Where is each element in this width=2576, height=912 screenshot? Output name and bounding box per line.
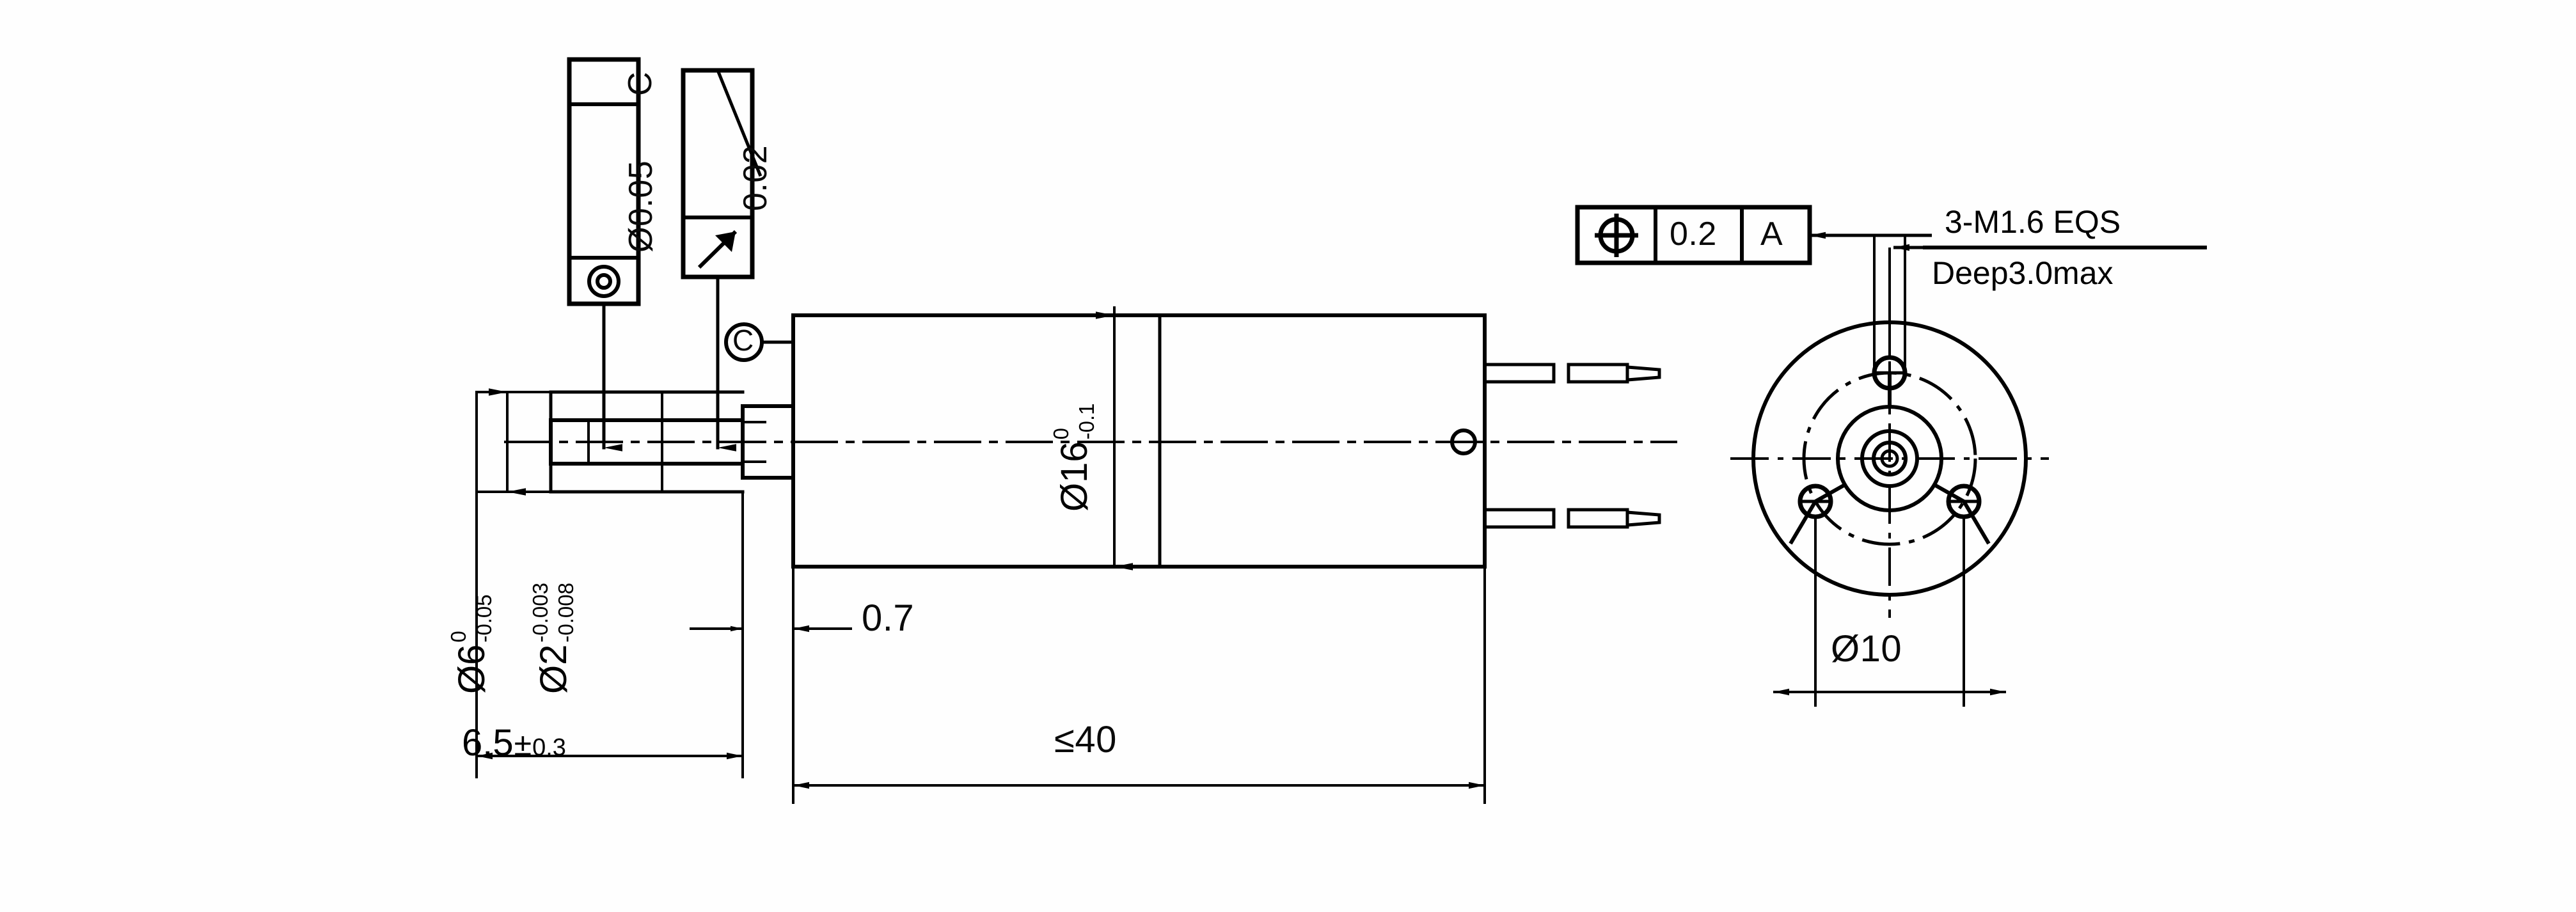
position-icon bbox=[1595, 214, 1638, 257]
runout-tolerance-label: 0.02 bbox=[737, 145, 774, 211]
coaxiality-datum-label: C bbox=[622, 71, 659, 96]
position-datum-label: A bbox=[1760, 216, 1783, 253]
feature-control-frames bbox=[567, 57, 1812, 306]
terminal-tab-lower-outer bbox=[1567, 508, 1629, 529]
dim-lower-dev-d16: -0.1 bbox=[1074, 403, 1098, 440]
dim-label-body-diameter: Ø16 0 -0.1 bbox=[1049, 403, 1100, 512]
dim-upper-dev-d16: 0 bbox=[1049, 428, 1073, 440]
thread-callout-line2: Deep3.0max bbox=[1932, 255, 2114, 291]
rib-outer-left bbox=[1789, 500, 1817, 545]
dim-lower-dev-d2: -0.008 bbox=[553, 583, 578, 643]
dim-upper-dev-d2: -0.003 bbox=[528, 583, 552, 643]
terminal-tab-lower-inner bbox=[1483, 508, 1556, 529]
position-tolerance-label: 0.2 bbox=[1670, 216, 1717, 253]
concentricity-icon-outer bbox=[587, 265, 620, 298]
circular-runout-icon bbox=[697, 230, 738, 269]
dim-value-6p5: 6.5 bbox=[462, 722, 514, 764]
position-frame-box bbox=[1575, 205, 1812, 265]
dim-label-flange-thickness: 0.7 bbox=[862, 597, 915, 639]
terminal-tab-upper-outer bbox=[1567, 363, 1629, 384]
coaxiality-tolerance-label: Ø0.05 bbox=[622, 160, 660, 253]
runout-frame-box bbox=[681, 68, 755, 279]
datum-c-letter: C bbox=[732, 324, 754, 357]
dim-base-d6: Ø6 bbox=[450, 644, 493, 694]
dim-lower-dev-d6: -0.05 bbox=[471, 594, 496, 643]
concentricity-icon-inner bbox=[596, 273, 612, 290]
rib-outer-right bbox=[1962, 500, 1991, 545]
plus-minus-sign: ± bbox=[514, 727, 532, 762]
dim-label-shaft-length: 6.5 ± 0.3 bbox=[462, 721, 566, 764]
terminal-tab-upper-inner bbox=[1483, 363, 1556, 384]
dim-tol-0p3: 0.3 bbox=[532, 734, 566, 761]
threaded-hole-left bbox=[1798, 484, 1833, 519]
terminal-tab-lower-tip bbox=[1625, 510, 1661, 527]
threaded-hole-right bbox=[1946, 484, 1982, 519]
rear-center-hole bbox=[1450, 428, 1477, 455]
dim-label-shaft-diameter: Ø2 -0.003 -0.008 bbox=[528, 583, 579, 694]
dim-label-overall-length: ≤40 bbox=[1054, 719, 1117, 760]
coaxiality-frame-box bbox=[567, 57, 641, 306]
dim-base-d16: Ø16 bbox=[1053, 441, 1095, 512]
dim-label-bolt-circle-diameter: Ø10 bbox=[1831, 628, 1902, 670]
dim-upper-dev-d6: 0 bbox=[446, 631, 470, 643]
thread-callout-line1: 3-M1.6 EQS bbox=[1945, 204, 2121, 240]
dim-base-d2: Ø2 bbox=[532, 644, 574, 694]
terminal-tab-upper-tip bbox=[1625, 365, 1661, 382]
dim-label-shaft-collar-diameter: Ø6 0 -0.05 bbox=[446, 594, 497, 694]
view-front-sectional bbox=[475, 68, 1677, 804]
view-rear-end bbox=[1730, 232, 2207, 707]
